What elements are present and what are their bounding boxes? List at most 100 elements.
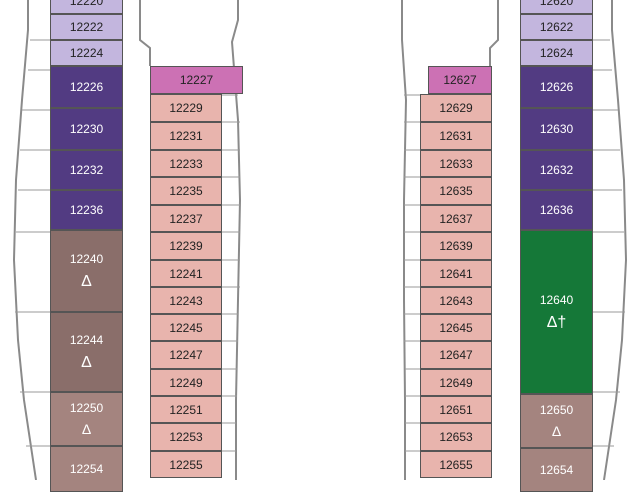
- cabin-12645[interactable]: 12645: [420, 314, 492, 341]
- cabin-12243[interactable]: 12243: [150, 287, 222, 314]
- cabin-category-symbol: Δ: [81, 273, 92, 290]
- cabin-number: 12640: [539, 293, 574, 307]
- cabin-12629[interactable]: 12629: [420, 94, 492, 122]
- cabin-number: 12255: [169, 457, 203, 472]
- cabin-12233[interactable]: 12233: [150, 150, 222, 177]
- cabin-12651[interactable]: 12651: [420, 396, 492, 423]
- cabin-category-symbol: Δ: [81, 354, 92, 371]
- cabin-12630[interactable]: 12630: [520, 108, 593, 150]
- cabin-number: 12633: [439, 156, 473, 171]
- cabin-number: 12630: [539, 122, 574, 136]
- cabin-number: 12253: [169, 430, 203, 444]
- cabin-number: 12254: [69, 462, 104, 476]
- cabin-number: 12224: [69, 46, 104, 60]
- cabin-number: 12229: [169, 101, 203, 115]
- cabin-number: 12629: [439, 101, 473, 115]
- cabin-12637[interactable]: 12637: [420, 205, 492, 232]
- cabin-number: 12620: [539, 0, 574, 8]
- cabin-12620[interactable]: 12620: [520, 0, 593, 14]
- cabin-12236[interactable]: 12236: [50, 190, 123, 230]
- cabin-12631[interactable]: 12631: [420, 122, 492, 150]
- cabin-number: 12637: [439, 211, 473, 226]
- cabin-12633[interactable]: 12633: [420, 150, 492, 177]
- cabin-category-symbol: Δ†: [546, 314, 567, 331]
- cabin-number: 12230: [69, 122, 104, 136]
- cabin-12649[interactable]: 12649: [420, 369, 492, 396]
- cabin-number: 12622: [539, 20, 574, 34]
- cabin-12635[interactable]: 12635: [420, 177, 492, 205]
- cabin-number: 12222: [69, 20, 104, 34]
- cabin-number: 12244: [69, 333, 104, 347]
- cabin-12220[interactable]: 12220: [50, 0, 123, 14]
- hull-outline: [12, 0, 628, 480]
- cabin-number: 12243: [169, 293, 203, 308]
- cabin-12655[interactable]: 12655: [420, 451, 492, 478]
- cabin-12654[interactable]: 12654: [520, 448, 593, 492]
- deck-plan: 12220 12222 12224 12226 12230 12232 12236 12240…: [12, 0, 628, 492]
- cabin-number: 12624: [539, 46, 574, 60]
- cabin-number: 12645: [439, 320, 473, 335]
- cabin-12247[interactable]: 12247: [150, 341, 222, 369]
- cabin-number: 12249: [169, 375, 203, 390]
- cabin-12647[interactable]: 12647: [420, 341, 492, 369]
- cabin-number: 12651: [439, 402, 473, 417]
- cabin-12626[interactable]: 12626: [520, 66, 593, 108]
- cabin-12249[interactable]: 12249: [150, 369, 222, 396]
- cabin-number: 12653: [439, 430, 473, 444]
- cabin-12251[interactable]: 12251: [150, 396, 222, 423]
- cabin-12636[interactable]: 12636: [520, 190, 593, 230]
- cabin-number: 12231: [169, 129, 203, 143]
- cabin-number: 12239: [169, 239, 203, 253]
- cabin-number: 12643: [439, 293, 473, 308]
- cabin-12639[interactable]: 12639: [420, 232, 492, 260]
- cabin-12632[interactable]: 12632: [520, 150, 593, 190]
- cabin-12241[interactable]: 12241: [150, 260, 222, 287]
- cabin-12235[interactable]: 12235: [150, 177, 222, 205]
- cabin-number: 12627: [443, 73, 477, 87]
- cabin-number: 12654: [539, 463, 574, 477]
- cabin-number: 12649: [439, 375, 473, 390]
- cabin-12254[interactable]: 12254: [50, 446, 123, 492]
- cabin-number: 12626: [539, 80, 574, 94]
- cabin-12253[interactable]: 12253: [150, 423, 222, 451]
- cabin-number: 12232: [69, 163, 104, 177]
- cabin-12227[interactable]: 12227: [150, 66, 243, 94]
- cabin-number: 12227: [179, 73, 214, 87]
- cabin-12231[interactable]: 12231: [150, 122, 222, 150]
- cabin-12245[interactable]: 12245: [150, 314, 222, 341]
- cabin-number: 12655: [439, 457, 473, 472]
- cabin-12239[interactable]: 12239: [150, 232, 222, 260]
- cabin-12222[interactable]: 12222: [50, 14, 123, 40]
- cabin-12237[interactable]: 12237: [150, 205, 222, 232]
- cabin-number: 12245: [169, 320, 203, 335]
- cabin-12624[interactable]: 12624: [520, 40, 593, 66]
- cabin-12643[interactable]: 12643: [420, 287, 492, 314]
- cabin-12230[interactable]: 12230: [50, 108, 123, 150]
- cabin-12641[interactable]: 12641: [420, 260, 492, 287]
- cabin-number: 12237: [169, 211, 203, 226]
- cabin-12226[interactable]: 12226: [50, 66, 123, 108]
- cabin-12224[interactable]: 12224: [50, 40, 123, 66]
- cabin-number: 12631: [439, 129, 473, 143]
- cabin-number: 12636: [539, 203, 574, 217]
- cabin-12232[interactable]: 12232: [50, 150, 123, 190]
- cabin-number: 12250: [69, 401, 104, 415]
- cabin-12627[interactable]: 12627: [428, 66, 492, 94]
- cabin-12653[interactable]: 12653: [420, 423, 492, 451]
- cabin-number: 12233: [169, 156, 203, 171]
- cabin-number: 12236: [69, 203, 104, 217]
- cabin-number: 12647: [439, 348, 473, 362]
- cabin-number: 12641: [439, 266, 473, 281]
- cabin-12255[interactable]: 12255: [150, 451, 222, 478]
- cabin-number: 12235: [169, 184, 203, 198]
- cabin-number: 12226: [69, 80, 104, 94]
- cabin-number: 12247: [169, 348, 203, 362]
- cabin-12229[interactable]: 12229: [150, 94, 222, 122]
- cabin-12622[interactable]: 12622: [520, 14, 593, 40]
- cabin-number: 12650: [539, 403, 574, 417]
